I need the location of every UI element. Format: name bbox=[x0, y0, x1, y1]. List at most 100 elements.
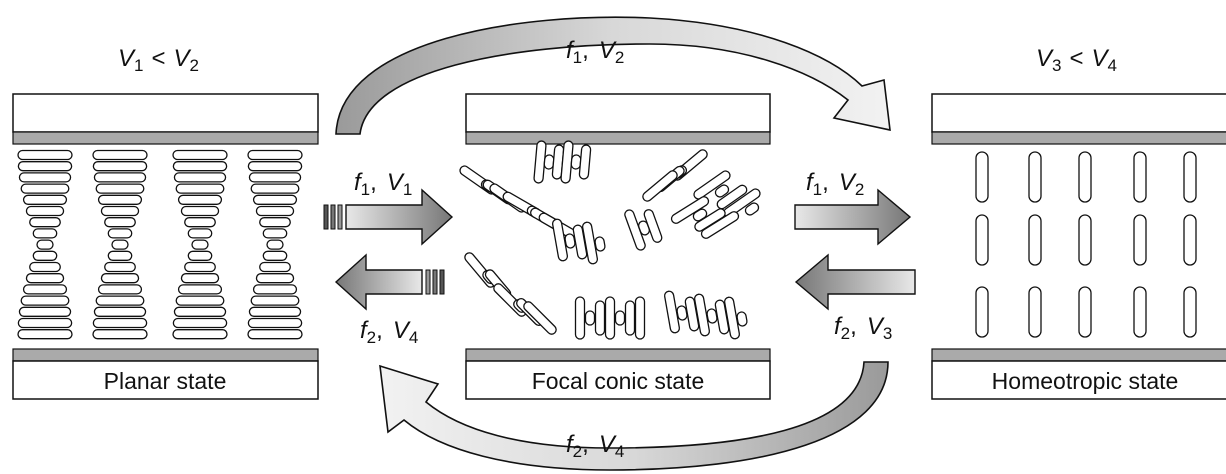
lc-molecule bbox=[177, 194, 223, 205]
planar-state-label: Planar state bbox=[104, 368, 227, 394]
lc-molecule bbox=[975, 151, 989, 203]
lc-molecule bbox=[95, 183, 145, 194]
lc-molecule bbox=[17, 149, 73, 161]
lc-molecule bbox=[1183, 151, 1197, 203]
lc-molecule bbox=[1183, 214, 1197, 266]
lc-molecule bbox=[642, 170, 678, 202]
lc-molecule bbox=[262, 228, 288, 239]
lc-molecule bbox=[29, 261, 61, 273]
bottom-substrate bbox=[465, 360, 771, 400]
lc-molecule bbox=[17, 161, 73, 172]
lc-molecule bbox=[1133, 214, 1147, 266]
lc-molecule bbox=[172, 161, 228, 172]
lc-molecule bbox=[523, 301, 557, 335]
lc-molecule bbox=[643, 209, 663, 243]
lc-molecule bbox=[184, 217, 216, 228]
lc-molecule bbox=[252, 284, 298, 295]
lc-molecule bbox=[693, 170, 731, 200]
lc-molecule bbox=[20, 295, 70, 306]
lc-molecule bbox=[187, 228, 213, 239]
lc-molecule bbox=[255, 205, 295, 217]
lc-molecule bbox=[670, 196, 710, 224]
lc-molecule bbox=[1078, 151, 1092, 203]
lc-molecule bbox=[184, 261, 216, 273]
lc-molecule bbox=[564, 233, 576, 249]
lc-molecule bbox=[173, 172, 227, 183]
lc-molecule bbox=[187, 250, 213, 261]
lc-molecule bbox=[92, 149, 148, 161]
lc-molecule bbox=[624, 300, 636, 336]
planar-voltage-condition: V1<V2 bbox=[118, 45, 199, 75]
lc-molecule bbox=[1078, 214, 1092, 266]
planar-molecules bbox=[17, 149, 303, 340]
lc-molecule bbox=[104, 261, 136, 273]
lc-molecule bbox=[716, 184, 748, 210]
lc-molecule bbox=[259, 261, 291, 273]
lc-molecule bbox=[663, 290, 681, 334]
lc-molecule bbox=[172, 329, 228, 340]
focal-to-homeotropic-label: f1,V2 bbox=[806, 169, 864, 199]
lc-molecule bbox=[551, 218, 569, 262]
lc-molecule bbox=[32, 228, 58, 239]
lc-molecule bbox=[594, 300, 606, 336]
lc-molecule bbox=[250, 183, 300, 194]
bottom-electrode bbox=[465, 348, 771, 362]
lc-molecule bbox=[104, 217, 136, 228]
lc-molecule bbox=[1028, 286, 1042, 338]
lc-molecule bbox=[22, 284, 68, 295]
lc-molecule bbox=[180, 273, 220, 284]
lc-molecule bbox=[97, 284, 143, 295]
lc-molecule bbox=[247, 329, 303, 340]
lc-molecule bbox=[191, 239, 209, 250]
lc-molecule bbox=[259, 217, 291, 228]
lc-molecule bbox=[736, 311, 748, 327]
lc-molecule bbox=[247, 161, 303, 172]
lc-molecule bbox=[252, 194, 298, 205]
focal-to-planar-label: f2,V4 bbox=[360, 317, 418, 347]
lc-molecule bbox=[262, 250, 288, 261]
lc-molecule bbox=[93, 306, 147, 317]
focal-conic-cell: Focal conic state bbox=[459, 93, 771, 400]
top-substrate bbox=[12, 93, 319, 133]
lc-molecule bbox=[714, 299, 730, 335]
lc-molecule bbox=[706, 308, 718, 324]
lc-molecule bbox=[1183, 286, 1197, 338]
lc-molecule bbox=[255, 273, 295, 284]
lc-molecule bbox=[175, 183, 225, 194]
lc-molecule bbox=[584, 310, 596, 326]
lc-molecule bbox=[29, 217, 61, 228]
arrow-planar-to-focal bbox=[323, 188, 454, 246]
lc-molecule bbox=[604, 296, 616, 340]
homeotropic-to-focal-label: f2,V3 bbox=[834, 313, 892, 343]
lc-molecule bbox=[175, 295, 225, 306]
lc-molecule bbox=[107, 250, 133, 261]
lc-molecule bbox=[97, 194, 143, 205]
focal-conic-state-label: Focal conic state bbox=[532, 368, 705, 394]
lc-molecule bbox=[18, 306, 72, 317]
lc-molecule bbox=[100, 205, 140, 217]
top-electrode bbox=[12, 131, 319, 145]
homeotropic-state-label: Homeotropic state bbox=[992, 368, 1179, 394]
lc-molecule bbox=[95, 295, 145, 306]
arrow-focal-to-planar bbox=[334, 253, 445, 311]
lc-molecule bbox=[744, 202, 760, 216]
homeotropic-voltage-condition: V3<V4 bbox=[1036, 45, 1117, 75]
lc-molecule bbox=[581, 221, 599, 265]
lc-molecule bbox=[172, 317, 228, 329]
bottom-substrate bbox=[931, 360, 1226, 400]
lc-molecule bbox=[266, 239, 284, 250]
arrow-focal-to-homeotropic bbox=[794, 188, 912, 246]
lc-molecule bbox=[25, 273, 65, 284]
lc-molecule bbox=[634, 296, 646, 340]
lc-molecule bbox=[684, 296, 700, 332]
lc-molecule bbox=[250, 295, 300, 306]
lc-molecule bbox=[17, 317, 73, 329]
lc-molecule bbox=[17, 329, 73, 340]
lc-molecule bbox=[111, 239, 129, 250]
lc-molecule bbox=[676, 305, 688, 321]
top-electrode bbox=[465, 131, 771, 145]
lc-molecule bbox=[20, 183, 70, 194]
homeotropic-cell: Homeotropic state bbox=[931, 93, 1226, 400]
lc-molecule bbox=[693, 293, 711, 337]
